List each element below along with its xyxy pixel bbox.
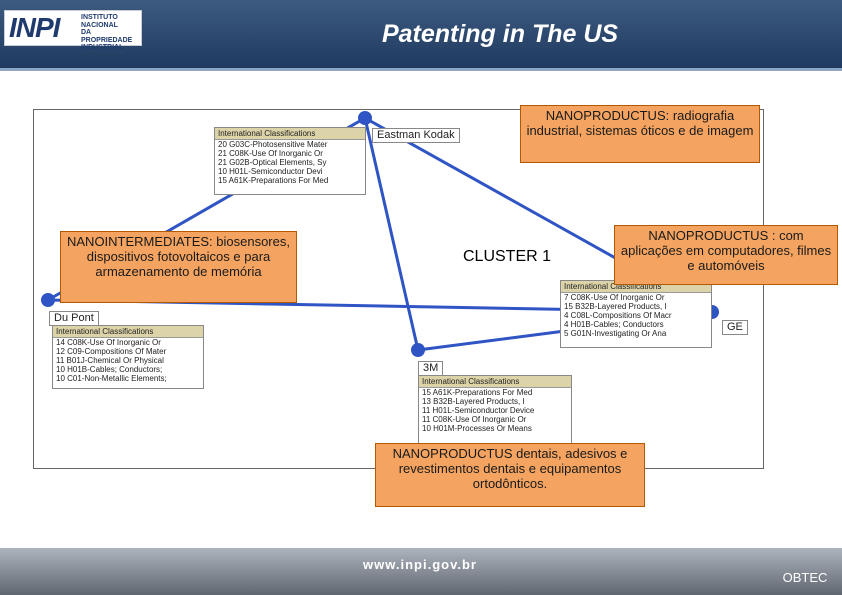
footer-org: OBTEC — [782, 570, 828, 585]
class-line: 21 C08K-Use Of Inorganic Or — [218, 149, 323, 158]
callout-left: NANOINTERMEDIATES: biosensores, disposit… — [60, 231, 297, 303]
link-kodak-3m — [363, 117, 420, 351]
node-dupont[interactable] — [41, 293, 55, 307]
company-dupont[interactable]: Du Pont — [49, 311, 99, 326]
class-line: 13 B32B-Layered Products, I — [422, 397, 525, 406]
class-box-3m: International Classifications 15 A61K-Pr… — [418, 375, 572, 445]
header-stripe — [0, 68, 842, 71]
logo-line: DA PROPRIEDADE — [81, 29, 133, 44]
class-line: 15 A61K-Preparations For Med — [422, 388, 533, 397]
class-line: 21 G02B-Optical Elements, Sy — [218, 158, 327, 167]
callout-bottom: NANOPRODUCTUS dentais, adesivos e revest… — [375, 443, 645, 507]
class-line: 11 C08K-Use Of Inorganic Or — [422, 415, 527, 424]
class-box-ge: International Classifications 7 C08K-Use… — [560, 280, 712, 348]
class-line: 11 H01L-Semiconductor Device — [422, 406, 535, 415]
logo-line: NACIONAL — [81, 21, 118, 29]
class-box-header: International Classifications — [53, 326, 203, 338]
class-line: 14 C08K-Use Of Inorganic Or — [56, 338, 161, 347]
page-title: Patenting in The US — [381, 20, 619, 48]
class-line: 7 C08K-Use Of Inorganic Or — [564, 293, 665, 302]
class-line: 20 G03C-Photosensitive Mater — [218, 140, 328, 149]
logo-line: INSTITUTO — [81, 14, 118, 21]
company-ge[interactable]: GE — [722, 320, 748, 335]
class-line: 4 C08L-Compositions Of Macr — [564, 311, 672, 320]
inpi-logo: INPI INSTITUTO NACIONAL DA PROPRIEDADE I… — [4, 10, 142, 51]
company-kodak[interactable]: Eastman Kodak — [372, 128, 460, 143]
class-line: 10 H01B-Cables; Conductors; — [56, 365, 163, 374]
logo-text: INSTITUTO NACIONAL DA PROPRIEDADE INDUST… — [81, 14, 141, 52]
class-line: 10 H01M-Processes Or Means — [422, 424, 532, 433]
class-box-dupont: International Classifications 14 C08K-Us… — [52, 325, 204, 389]
logo-mark: INPI — [9, 12, 60, 43]
class-line: 15 A61K-Preparations For Med — [218, 176, 329, 185]
class-line: 10 H01L-Semiconductor Devi — [218, 167, 323, 176]
company-3m[interactable]: 3M — [418, 361, 444, 376]
class-line: 11 B01J-Chemical Or Physical — [56, 356, 164, 365]
callout-top: NANOPRODUCTUS: radiografia industrial, s… — [520, 105, 760, 163]
class-box-header: International Classifications — [215, 128, 365, 140]
class-line: 12 C09-Compositions Of Mater — [56, 347, 167, 356]
footer-bar — [0, 548, 842, 595]
class-line: 4 H01B-Cables; Conductors — [564, 320, 664, 329]
class-line: 10 C01-Non-Metallic Elements; — [56, 374, 167, 383]
node-3m[interactable] — [411, 343, 425, 357]
class-line: 5 G01N-Investigating Or Ana — [564, 329, 667, 338]
class-box-kodak: International Classifications 20 G03C-Ph… — [214, 127, 366, 195]
footer-url[interactable]: www.inpi.gov.br — [363, 557, 477, 572]
callout-right: NANOPRODUCTUS : com aplicações em comput… — [614, 225, 838, 285]
class-line: 15 B32B-Layered Products, I — [564, 302, 667, 311]
logo-line: INDUSTRIAL — [81, 44, 124, 51]
class-box-header: International Classifications — [419, 376, 571, 388]
node-kodak[interactable] — [358, 111, 372, 125]
cluster-label: CLUSTER 1 — [463, 248, 552, 265]
